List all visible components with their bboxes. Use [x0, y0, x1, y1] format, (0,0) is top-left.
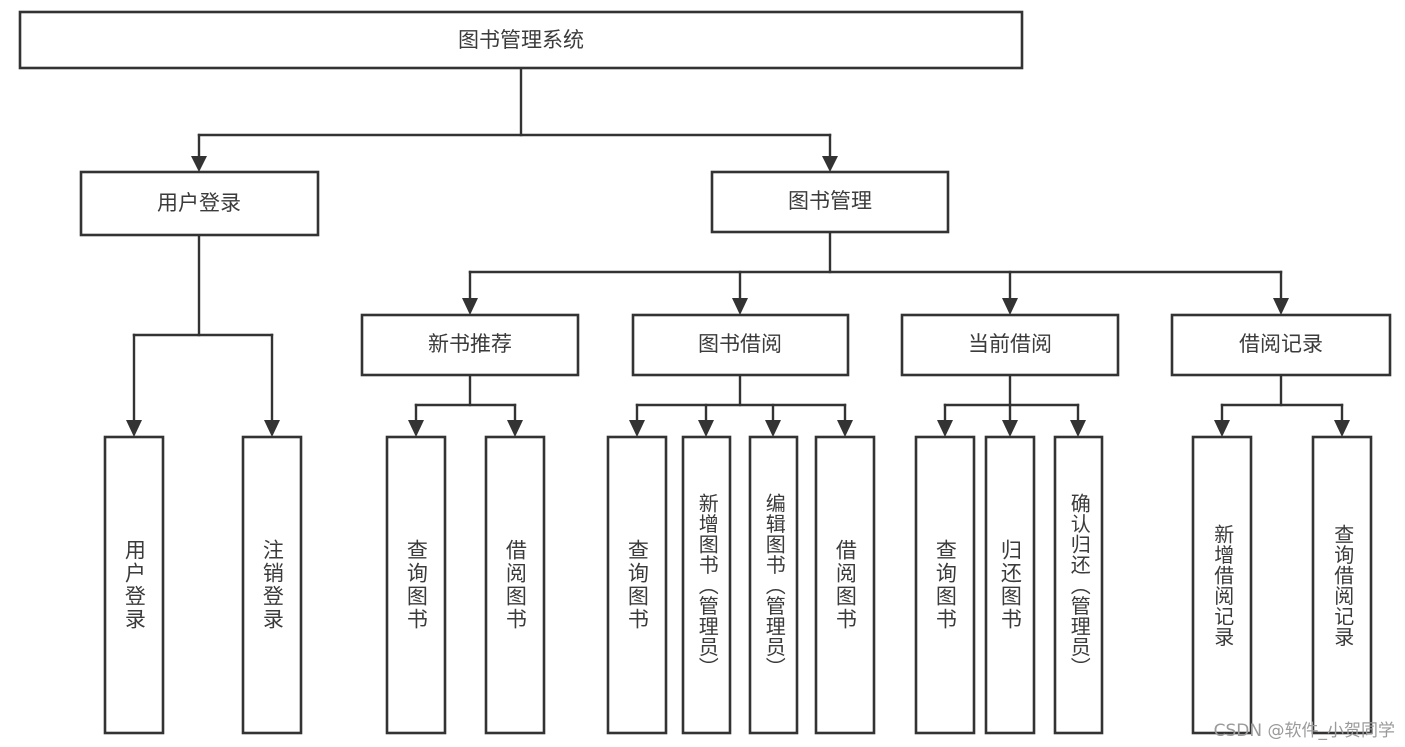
- arrow-new-book-rec: [462, 298, 478, 315]
- arrow-current-borrow: [1002, 298, 1018, 315]
- arrow-leaf-borrow-book-a: [507, 420, 523, 437]
- arrow-leaf-query-book-c: [937, 420, 953, 437]
- arrow-leaf-query-book-a: [408, 420, 424, 437]
- arrow-leaf-logout: [264, 420, 280, 437]
- node-leaf-query-record[interactable]: [1311, 435, 1373, 735]
- node-new-book-rec-label: 新书推荐: [428, 332, 512, 356]
- node-book-borrow-label: 图书借阅: [698, 332, 782, 356]
- node-leaf-borrow-book-a[interactable]: [484, 435, 546, 735]
- node-root-label: 图书管理系统: [458, 28, 584, 52]
- arrow-leaf-query-book-b: [629, 420, 645, 437]
- arrow-book-manage: [822, 156, 838, 172]
- node-leaf-query-book-c[interactable]: [914, 435, 976, 735]
- node-leaf-add-book-admin[interactable]: [681, 435, 732, 735]
- node-leaf-query-book-b[interactable]: [606, 435, 668, 735]
- node-borrow-record-label: 借阅记录: [1239, 332, 1323, 356]
- node-leaf-query-book-a[interactable]: [385, 435, 447, 735]
- node-user-login-label: 用户登录: [157, 191, 241, 215]
- arrow-leaf-borrow-book-b: [837, 420, 853, 437]
- edges-layer: [126, 66, 1350, 437]
- node-book-manage-label: 图书管理: [788, 189, 872, 213]
- node-leaf-edit-book-admin[interactable]: [748, 435, 799, 735]
- arrow-leaf-confirm-return-admin: [1070, 420, 1086, 437]
- arrow-book-borrow: [732, 298, 748, 315]
- node-leaf-borrow-book-b[interactable]: [814, 435, 876, 735]
- node-leaf-confirm-return-admin[interactable]: [1053, 435, 1104, 735]
- node-book-manage[interactable]: [710, 170, 950, 234]
- node-root[interactable]: [18, 10, 1024, 70]
- arrow-leaf-add-record: [1214, 420, 1230, 437]
- node-new-book-rec[interactable]: [360, 313, 580, 377]
- node-current-borrow[interactable]: [900, 313, 1120, 377]
- csdn-watermark: CSDN @软件_小贺同学: [1213, 721, 1395, 741]
- arrow-leaf-query-record: [1334, 420, 1350, 437]
- node-current-borrow-label: 当前借阅: [968, 332, 1052, 356]
- arrow-borrow-record: [1273, 298, 1289, 315]
- arrow-user-login: [191, 156, 207, 172]
- arrow-leaf-add-book-admin: [698, 420, 714, 437]
- node-leaf-logout[interactable]: [241, 435, 303, 735]
- node-leaf-user-login[interactable]: [103, 435, 165, 735]
- node-leaf-return-book[interactable]: [984, 435, 1036, 735]
- arrow-leaf-return-book: [1002, 420, 1018, 437]
- node-borrow-record[interactable]: [1170, 313, 1392, 377]
- arrow-leaf-edit-book-admin: [765, 420, 781, 437]
- nodes-layer: 图书管理系统 用户登录 图书管理 新书推荐 图书借阅 当前借阅 借阅记录: [18, 10, 1392, 735]
- node-user-login[interactable]: [79, 170, 320, 237]
- arrow-leaf-user-login: [126, 420, 142, 437]
- node-leaf-add-record[interactable]: [1191, 435, 1253, 735]
- node-book-borrow[interactable]: [631, 313, 850, 377]
